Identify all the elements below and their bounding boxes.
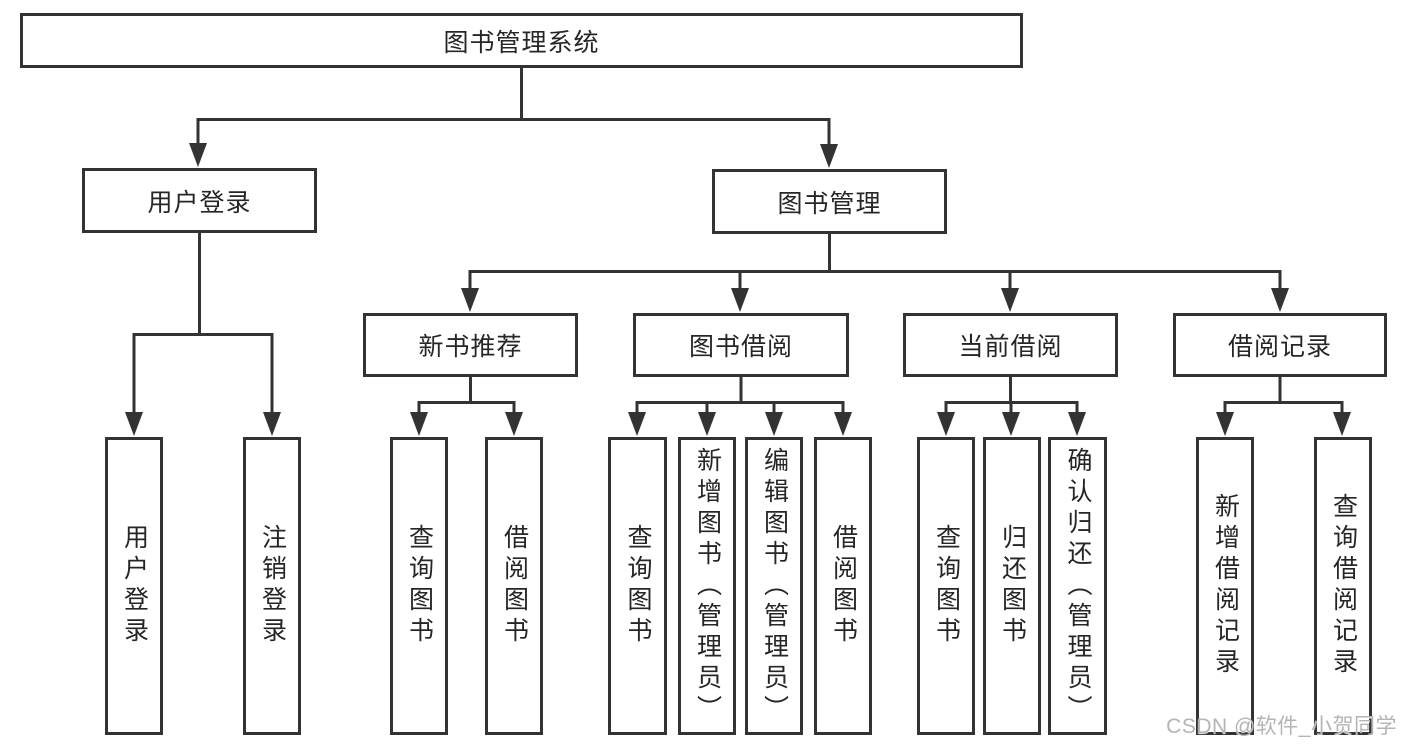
node-label: 新书推荐	[418, 333, 523, 361]
connector-new-book-rec-branch	[417, 377, 516, 416]
node-label: 图书借阅	[688, 333, 793, 361]
node-label: 查询图书	[405, 524, 434, 648]
leaf-rec-search-books: 查询图书	[390, 437, 448, 735]
leaf-br-search-record: 查询借阅记录	[1314, 437, 1372, 735]
leaf-rec-borrow-books: 借阅图书	[485, 437, 543, 735]
leaf-bb-add-books-admin: 新增图书（管理员）	[678, 437, 736, 735]
connector-book-mgmt-branch	[468, 234, 1282, 292]
arrowhead	[698, 412, 716, 436]
leaf-logout: 注销登录	[243, 437, 301, 735]
arrowhead	[505, 412, 523, 436]
node-label: 借阅图书	[500, 524, 529, 648]
arrowhead	[263, 412, 281, 436]
node-book-mgmt: 图书管理	[712, 169, 947, 234]
leaf-bb-borrow-books: 借阅图书	[814, 437, 872, 735]
node-book-borrow: 图书借阅	[633, 313, 849, 377]
leaf-br-add-record: 新增借阅记录	[1196, 437, 1254, 735]
node-label: 图书管理	[777, 189, 882, 218]
arrowhead	[410, 412, 428, 436]
arrowhead	[1333, 412, 1351, 436]
node-label: 编辑图书（管理员）	[760, 446, 789, 726]
arrowhead	[731, 288, 749, 312]
connector-user-login-branch	[132, 233, 274, 416]
node-label: 图书管理系统	[443, 28, 600, 57]
connector-book-borrow-branch	[635, 377, 845, 416]
leaf-user-login: 用户登录	[105, 437, 163, 735]
arrowhead	[1216, 412, 1234, 436]
node-new-book-rec: 新书推荐	[363, 313, 578, 377]
leaf-cb-return-books: 归还图书	[983, 437, 1041, 735]
node-label: 当前借阅	[958, 333, 1063, 361]
arrowhead	[765, 412, 783, 436]
node-label: 查询借阅记录	[1329, 493, 1358, 679]
node-label: 查询图书	[932, 524, 961, 648]
connector-current-borrow-branch	[944, 377, 1079, 416]
arrowhead	[628, 412, 646, 436]
arrowhead	[125, 412, 143, 436]
arrowhead	[834, 412, 852, 436]
arrowhead	[1271, 288, 1289, 312]
node-label: 归还图书	[998, 524, 1027, 648]
arrowhead	[1068, 412, 1086, 436]
node-user-login: 用户登录	[82, 168, 317, 233]
node-label: 借阅图书	[829, 524, 858, 648]
node-label: 查询图书	[624, 524, 652, 648]
node-label: 借阅记录	[1227, 333, 1332, 361]
node-root: 图书管理系统	[20, 13, 1023, 68]
node-label: 确认归还（管理员）	[1064, 446, 1092, 726]
connector-root	[196, 68, 831, 150]
leaf-bb-edit-books-admin: 编辑图书（管理员）	[745, 437, 803, 735]
leaf-bb-search-books: 查询图书	[608, 437, 667, 735]
arrowhead	[1001, 288, 1019, 312]
arrowhead	[461, 288, 479, 312]
arrowhead	[937, 412, 955, 436]
node-current-borrow: 当前借阅	[903, 313, 1118, 377]
arrowhead	[820, 144, 838, 168]
connector-borrow-records-branch	[1223, 377, 1344, 416]
node-label: 用户登录	[147, 188, 252, 217]
node-borrow-records: 借阅记录	[1173, 313, 1387, 377]
node-label: 新增借阅记录	[1211, 493, 1240, 679]
leaf-cb-confirm-return-admin: 确认归还（管理员）	[1048, 437, 1107, 735]
leaf-cb-search-books: 查询图书	[917, 437, 975, 735]
node-label: 注销登录	[258, 524, 287, 648]
arrowhead	[1002, 412, 1020, 436]
arrowhead	[189, 143, 207, 167]
node-label: 新增图书（管理员）	[693, 446, 722, 726]
node-label: 用户登录	[120, 524, 149, 648]
watermark: CSDN @软件_小贺同学	[1166, 715, 1397, 738]
